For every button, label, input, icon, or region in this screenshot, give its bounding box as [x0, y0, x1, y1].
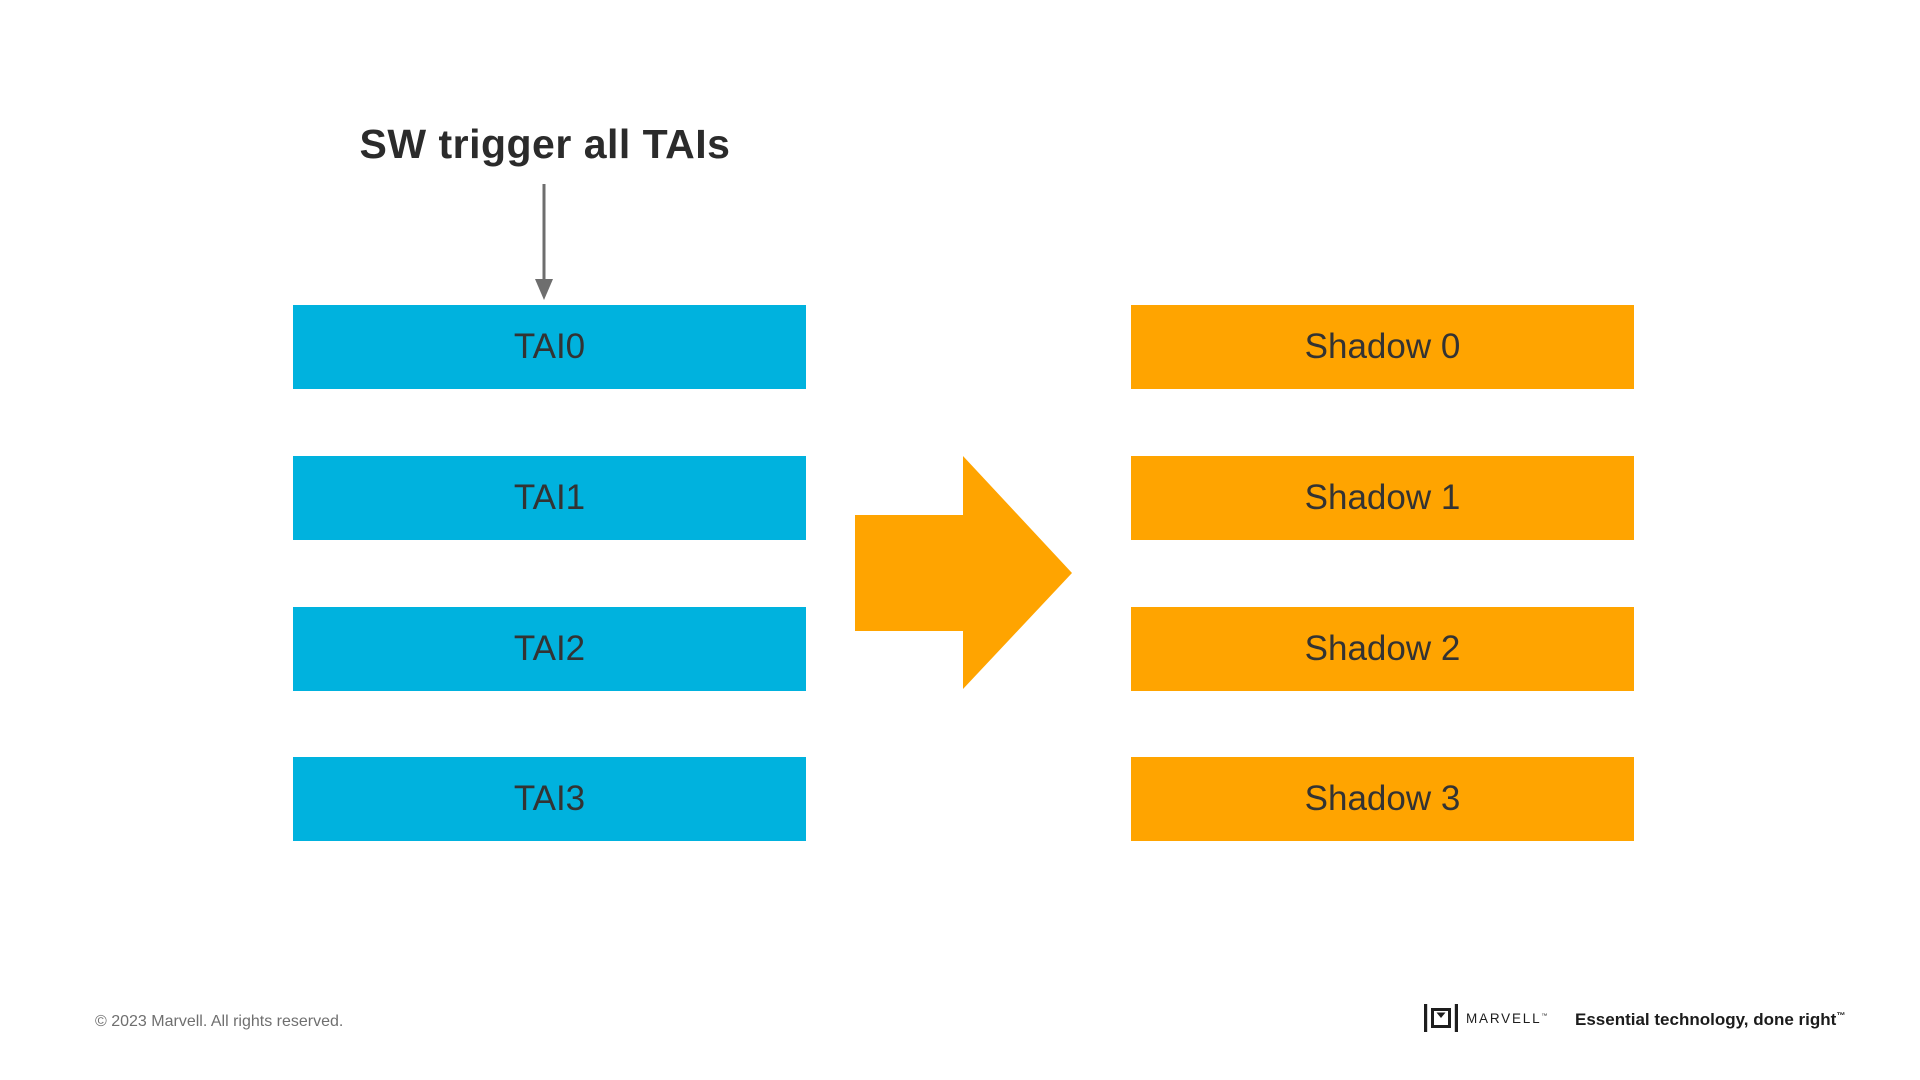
- brand-tagline-text: Essential technology, done right: [1575, 1010, 1837, 1029]
- shadow0-box: Shadow 0: [1131, 305, 1634, 389]
- marvell-wordmark-text: MARVELL: [1466, 1010, 1542, 1026]
- annotation-title: SW trigger all TAIs: [359, 121, 731, 167]
- tai1-label: TAI1: [513, 478, 586, 517]
- brand-tagline: Essential technology, done right™: [1575, 1010, 1845, 1030]
- right-arrow-icon: [855, 456, 1072, 689]
- tai2-box: TAI2: [293, 607, 806, 691]
- marvell-wordmark: MARVELL™: [1466, 1011, 1549, 1026]
- tai1-box: TAI1: [293, 456, 806, 540]
- tai0-box: TAI0: [293, 305, 806, 389]
- shadow3-label: Shadow 3: [1304, 779, 1461, 818]
- down-arrow-icon: [535, 184, 553, 300]
- marvell-brand: MARVELL™: [1424, 1002, 1549, 1034]
- marvell-trademark: ™: [1541, 1013, 1550, 1019]
- shadow0-label: Shadow 0: [1304, 327, 1461, 366]
- tai3-label: TAI3: [513, 779, 586, 818]
- shadow1-label: Shadow 1: [1304, 478, 1461, 517]
- marvell-logo-icon: [1424, 1004, 1458, 1032]
- shadow1-box: Shadow 1: [1131, 456, 1634, 540]
- copyright-text: © 2023 Marvell. All rights reserved.: [95, 1013, 344, 1030]
- shadow2-box: Shadow 2: [1131, 607, 1634, 691]
- shadow2-label: Shadow 2: [1304, 629, 1461, 668]
- tai2-label: TAI2: [513, 629, 586, 668]
- tagline-trademark: ™: [1836, 1010, 1846, 1021]
- tai3-box: TAI3: [293, 757, 806, 841]
- shadow3-box: Shadow 3: [1131, 757, 1634, 841]
- tai0-label: TAI0: [513, 327, 586, 366]
